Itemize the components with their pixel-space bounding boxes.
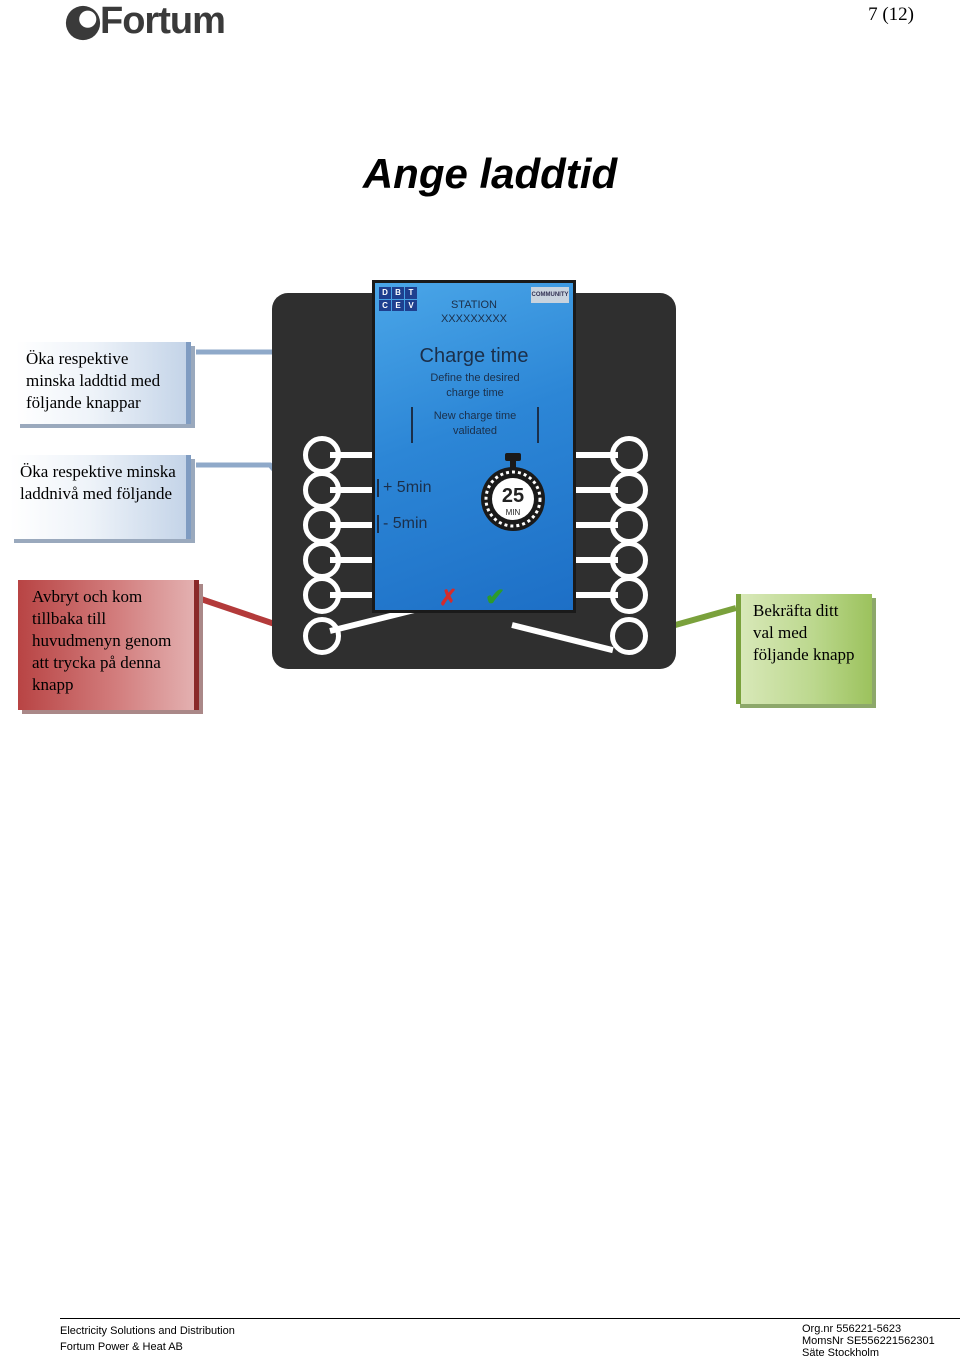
footer-registration: Org.nr 556221-5623 MomsNr SE556221562301… [802,1323,935,1359]
plus-5min-button[interactable] [303,471,341,509]
button-connector [330,452,374,458]
logo-letter: D [379,287,391,299]
logo-letter: E [392,299,404,311]
callout-confirm: Bekräfta ditt val med följande knapp [736,594,872,704]
station-id: XXXXXXXXX [440,313,508,325]
community-logo: COMMUNITY [531,287,569,303]
timer-value: 25 [501,485,525,507]
fortum-logo-mark-icon [65,5,101,41]
button-connector [330,592,374,598]
callout-time-buttons: Öka respektive minska laddtid med följan… [16,342,191,424]
logo-letter: V [405,299,417,311]
screen-heading: Charge time [419,345,529,367]
logo-letter: T [405,287,417,299]
button-connector [574,557,618,563]
button-connector [574,592,618,598]
button-connector [330,557,374,563]
plus-5min-label: + 5min [377,479,431,497]
left-button-4[interactable] [303,541,341,579]
callout-level-buttons: Öka respektive minska laddnivå med följa… [10,455,191,539]
footer-division: Electricity Solutions and Distribution [60,1325,235,1337]
stopwatch-graphic [481,453,545,531]
cancel-button[interactable] [303,617,341,655]
button-connector [330,487,374,493]
timer-unit: MIN [505,508,521,517]
page-title: Ange laddtid [362,150,618,197]
footer-vat-nr: MomsNr SE556221562301 [802,1335,935,1347]
footer-org-nr: Org.nr 556221-5623 [802,1323,902,1335]
button-connector [574,452,618,458]
status-message: New charge time validated [411,407,539,443]
footer-company-name: Fortum Power & Heat AB [60,1341,183,1353]
footer-divider [60,1318,960,1319]
left-button-5[interactable] [303,576,341,614]
right-button-2[interactable] [610,471,648,509]
stopwatch-icon: 25 MIN [477,453,549,533]
charger-screen: D B T C E V COMMUNITY STATION XXXXXXXXX … [372,280,576,613]
page-number: 7 (12) [868,4,914,25]
callout-cancel: Avbryt och kom tillbaka till huvudmenyn … [18,580,199,710]
confirm-button[interactable] [610,617,648,655]
logo-text: Fortum [100,0,226,42]
check-icon: ✔ [485,584,506,611]
left-button-1[interactable] [303,436,341,474]
minus-5min-button[interactable] [303,506,341,544]
footer-company: Electricity Solutions and Distribution F… [60,1323,235,1355]
screen-subheading: Define the desired charge time [430,372,520,399]
minus-5min-label: - 5min [377,515,427,533]
x-icon: ✗ [439,585,458,610]
logo-letter: C [379,299,391,311]
logo-letter: B [392,287,404,299]
button-connector [330,522,374,528]
button-connector [574,487,618,493]
right-button-5[interactable] [610,576,648,614]
button-connector [574,522,618,528]
right-button-3[interactable] [610,506,648,544]
dbt-cev-logo: D B T C E V [379,287,417,311]
right-button-1[interactable] [610,436,648,474]
station-label: STATION [450,299,498,311]
footer-seat: Säte Stockholm [802,1347,880,1359]
fortum-logo: Fortum [64,0,244,46]
right-button-4[interactable] [610,541,648,579]
